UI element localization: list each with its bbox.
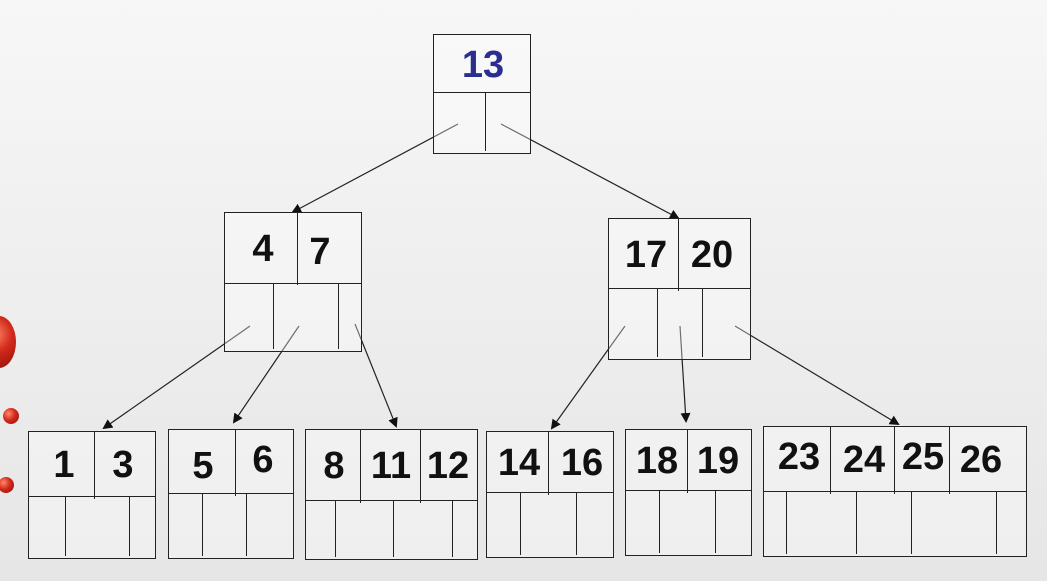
key-18: 18 [635,440,679,482]
key-25: 25 [901,436,945,478]
root-node: 13 [433,34,531,154]
pointer-arrow [291,123,459,213]
key-6: 6 [252,438,274,481]
key-17: 17 [624,233,668,276]
key-23: 23 [777,436,821,478]
decorative-ball-large [0,316,16,368]
key-19: 19 [696,440,740,482]
key-13: 13 [461,43,505,86]
key-11: 11 [370,445,412,487]
pointer-arrow [679,325,691,423]
key-5: 5 [192,444,214,487]
key-16: 16 [560,442,604,484]
key-8: 8 [323,445,345,487]
key-3: 3 [112,444,134,486]
key-20: 20 [690,233,734,276]
pointer-arrow [232,325,300,424]
key-1: 1 [53,444,75,486]
key-12: 12 [426,445,470,487]
decorative-ball-small [3,408,19,424]
leaf-node-8-11-12: 8 11 12 [305,429,478,560]
key-24: 24 [842,439,886,481]
leaf-node-18-19: 18 19 [625,429,752,556]
key-7: 7 [309,230,331,273]
key-14: 14 [497,442,541,484]
leaf-node-14-16: 14 16 [486,431,614,558]
leaf-node-5-6: 5 6 [168,429,294,559]
decorative-ball-small [0,477,14,493]
key-4: 4 [252,227,274,270]
internal-node-17-20: 17 20 [608,218,751,360]
key-26: 26 [959,439,1003,481]
leaf-node-23-24-25-26: 23 24 25 26 [763,426,1027,557]
leaf-node-1-3: 1 3 [28,431,156,559]
internal-node-4-7: 4 7 [224,212,362,352]
pointer-arrow [550,325,626,430]
pointer-arrow [102,325,251,430]
pointer-arrow [734,325,900,426]
